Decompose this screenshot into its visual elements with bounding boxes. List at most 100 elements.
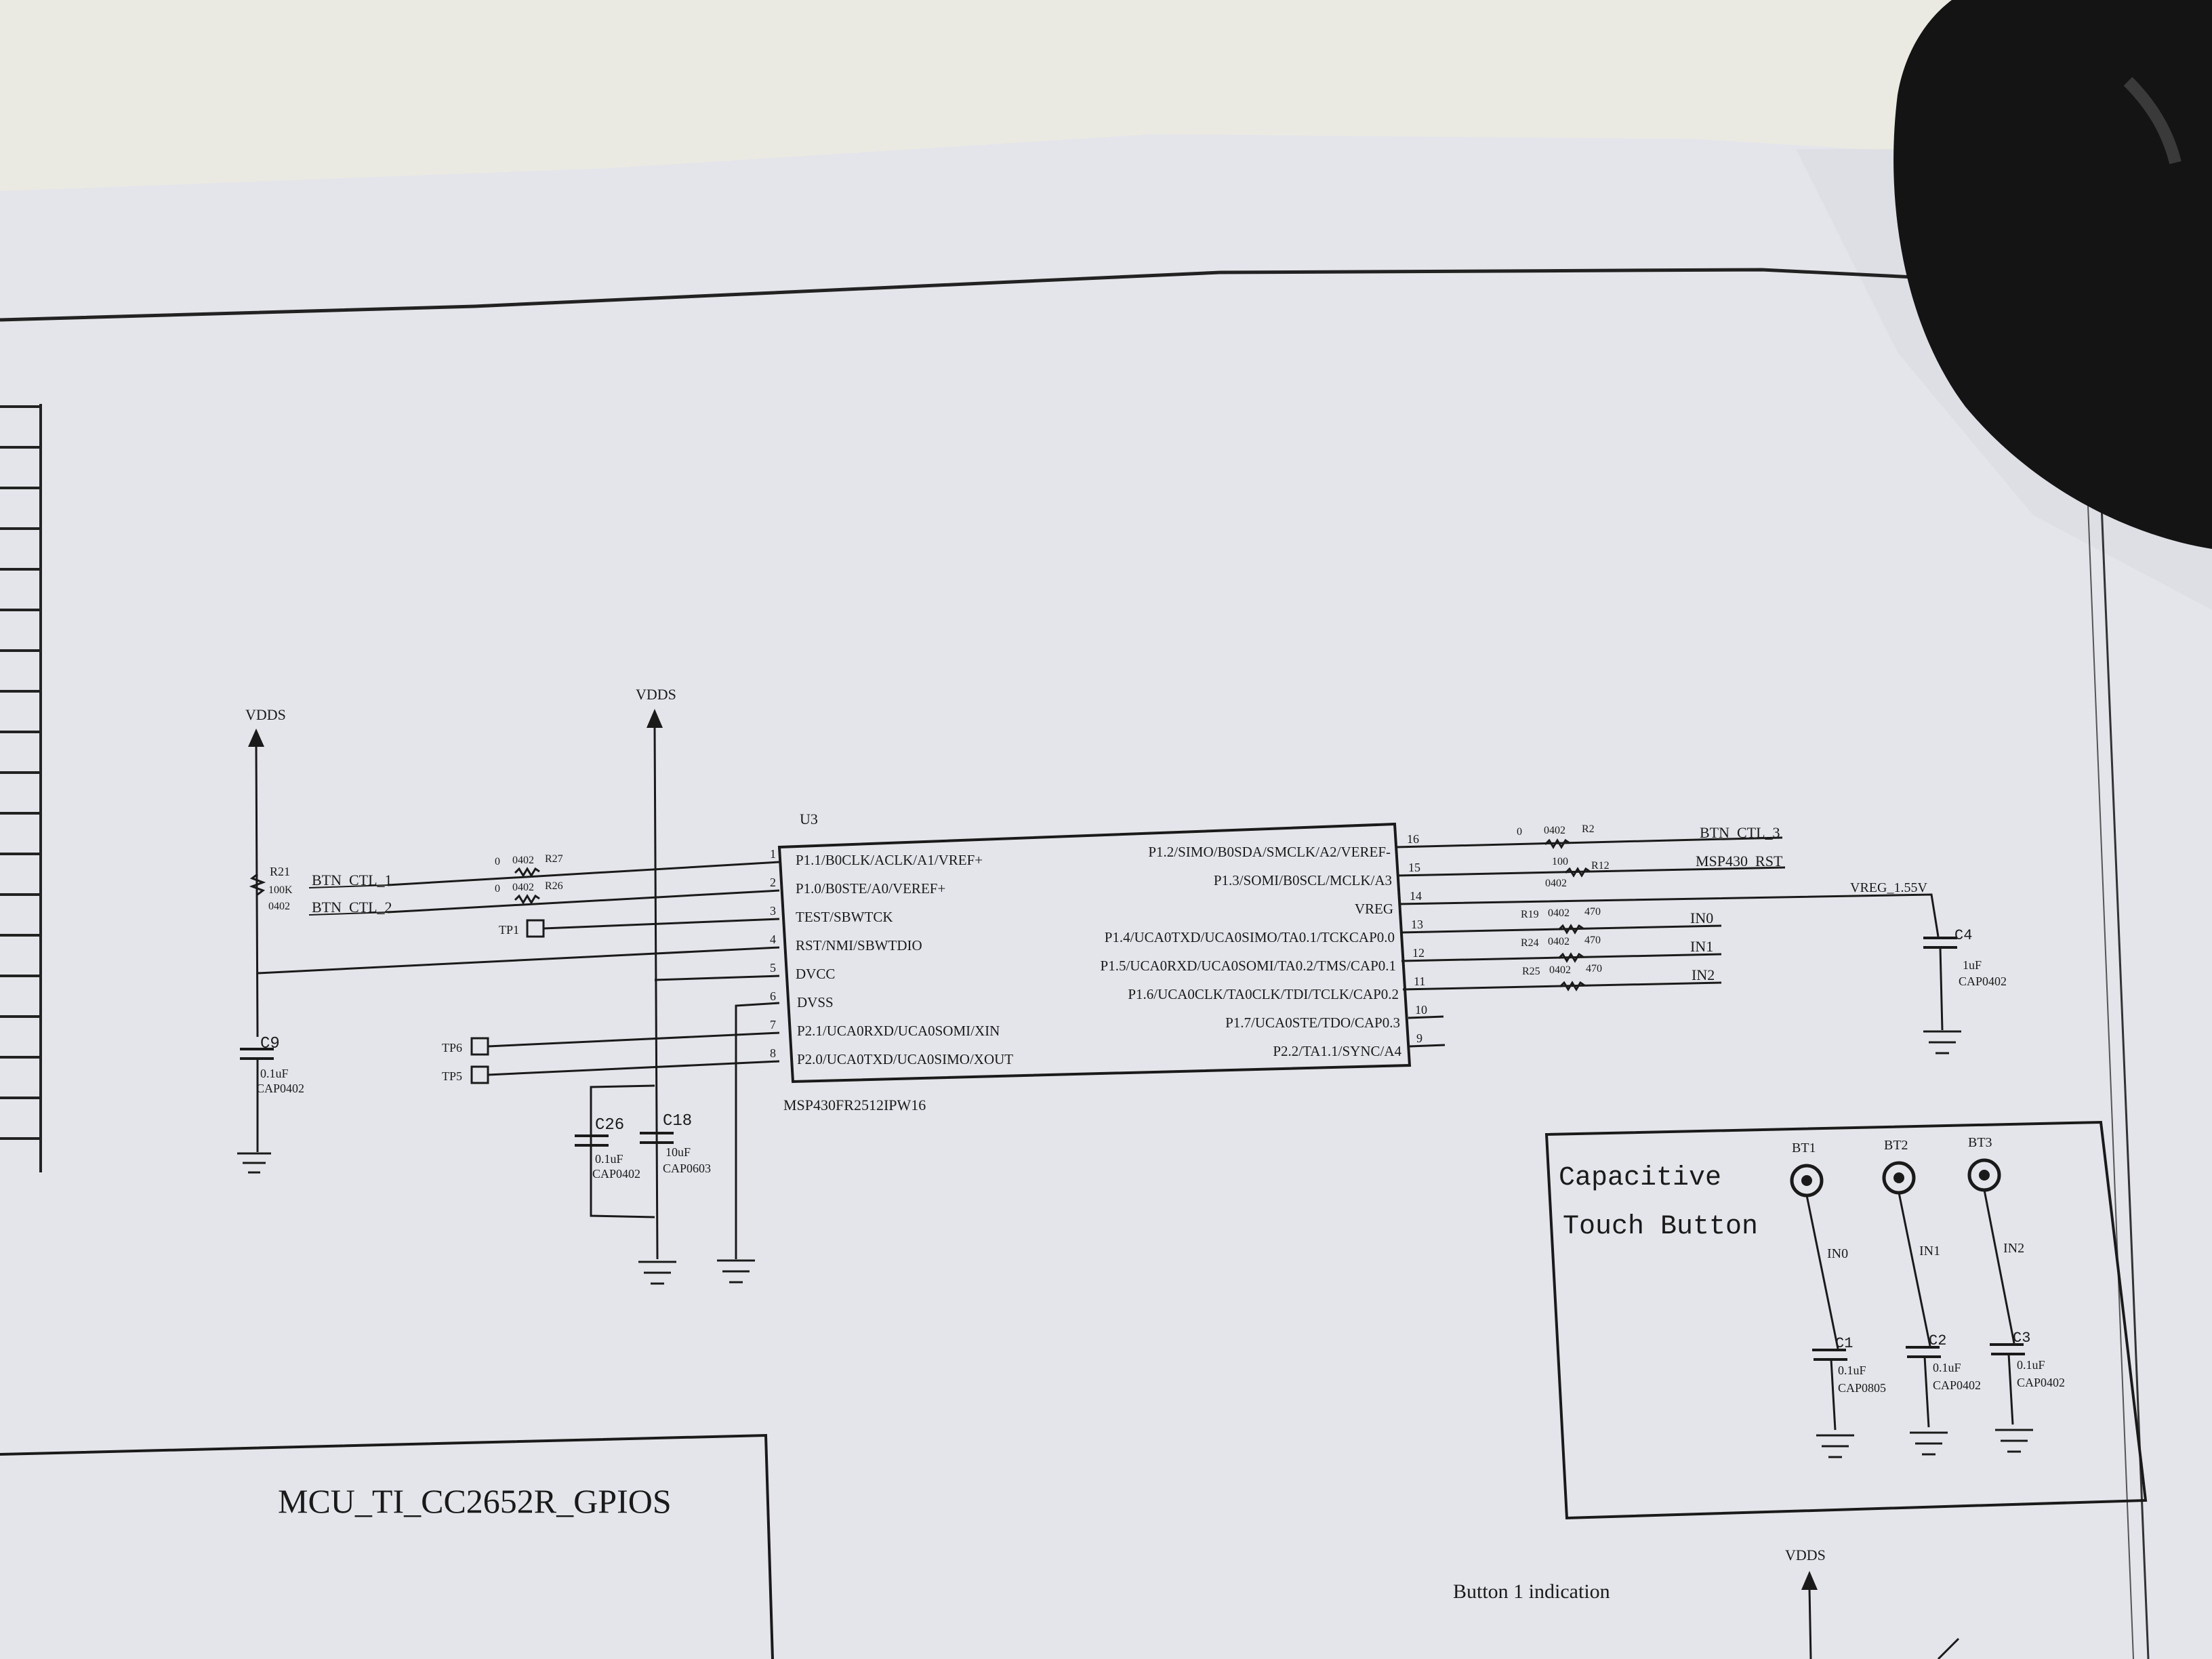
touch-title-line1: Capacitive	[1559, 1163, 1721, 1193]
bt2-net: IN1	[1919, 1244, 1940, 1258]
resistor-r24	[1557, 952, 1584, 963]
net-label-in0: IN0	[1690, 909, 1713, 926]
r26-ref: R26	[545, 880, 563, 892]
frame-top-border	[0, 268, 2068, 322]
bt1-wire	[1805, 1195, 1839, 1349]
r12-ref: R12	[1591, 860, 1610, 872]
touch-button-box	[1544, 1120, 2148, 1520]
wire-pin7-tp6	[487, 1031, 780, 1048]
c26-c18-wire	[590, 1084, 655, 1218]
wire-pin12-in1	[1401, 953, 1722, 962]
tp1-label: TP1	[499, 923, 519, 937]
pin-num-6: 6	[770, 989, 776, 1003]
gpio-block-border	[0, 1433, 774, 1659]
vdds-label-1: VDDS	[245, 706, 286, 723]
r19-pkg: 0402	[1548, 907, 1570, 919]
r27-value: 0	[495, 856, 500, 867]
c1-value: 0.1uF	[1838, 1364, 1866, 1377]
net-label-in1: IN1	[1690, 938, 1713, 955]
bt3-wire	[1983, 1189, 2015, 1344]
wire-pin14-vreg	[1398, 893, 1940, 937]
partial-mark	[1937, 1637, 1960, 1659]
c2-value: 0.1uF	[1933, 1361, 1961, 1374]
r2-pkg: 0402	[1544, 825, 1565, 836]
ground-symbol-dvss	[717, 1259, 755, 1284]
r25-value: 470	[1586, 963, 1602, 975]
btn-ctl-2-underline	[308, 912, 390, 916]
c26-value: 0.1uF	[595, 1152, 623, 1166]
ground-symbol-c2	[1910, 1431, 1948, 1456]
wire-pin15-msp430-rst	[1397, 866, 1786, 877]
pin-num-9: 9	[1416, 1031, 1422, 1045]
pin-name-7: P2.1/UCA0RXD/UCA0SOMI/XIN	[797, 1023, 1000, 1039]
ground-symbol-vdds2	[638, 1261, 676, 1285]
r24-value: 470	[1584, 935, 1601, 946]
c3-pkg: CAP0402	[2017, 1376, 2065, 1389]
vdds-wire-1	[255, 745, 259, 1038]
pin-num-5: 5	[770, 961, 776, 975]
r21-pkg: 0402	[268, 901, 290, 912]
r19-ref: R19	[1521, 909, 1539, 920]
ground-symbol-c4	[1923, 1030, 1961, 1054]
r25-pkg: 0402	[1549, 964, 1571, 976]
resistor-r19	[1557, 924, 1584, 935]
vdds-label-3: VDDS	[1785, 1547, 1826, 1563]
c1-wire	[1830, 1359, 1837, 1431]
c26-pkg: CAP0402	[592, 1167, 640, 1181]
vdds-arrow-3	[1801, 1571, 1818, 1590]
mcu-ref: U3	[800, 811, 818, 827]
c18-value: 10uF	[665, 1145, 691, 1159]
net-label-btn-ctl-3: BTN_CTL_3	[1700, 824, 1780, 841]
pin-num-11: 11	[1414, 975, 1425, 988]
c18-ref: C18	[663, 1112, 692, 1130]
c26-ref: C26	[595, 1116, 624, 1134]
ground-symbol-c9	[237, 1152, 271, 1174]
bt1-net: IN0	[1827, 1246, 1848, 1261]
c3-ref: C3	[2013, 1330, 2030, 1347]
wire-pin4-rst	[257, 946, 780, 975]
c9-value: 0.1uF	[260, 1067, 289, 1080]
r24-ref: R24	[1521, 937, 1539, 949]
c4-value: 1uF	[1963, 958, 1982, 972]
pin-name-2: P1.0/B0STE/A0/VEREF+	[796, 880, 945, 897]
r24-pkg: 0402	[1548, 936, 1570, 947]
r26-value: 0	[495, 883, 500, 895]
c1-ref: C1	[1835, 1335, 1853, 1352]
resistor-r27	[514, 867, 540, 878]
dark-object-highlight	[2123, 77, 2182, 165]
r12-pkg: 0402	[1545, 878, 1567, 889]
pin-num-16: 16	[1407, 832, 1419, 846]
wire-pin3-tp1	[543, 918, 780, 930]
c4-wire	[1939, 947, 1944, 1031]
resistor-r21	[249, 873, 266, 896]
bt3-pad-center	[1979, 1170, 1990, 1181]
net-label-vreg: VREG_1.55V	[1850, 880, 1927, 895]
c1-pkg: CAP0805	[1838, 1381, 1886, 1395]
c4-pkg: CAP0402	[1959, 975, 2007, 988]
wire-pin1-btn-ctl-1	[387, 861, 780, 886]
r21-ref: R21	[270, 865, 290, 878]
vdds-arrow-1	[248, 729, 264, 747]
resistor-r25	[1559, 981, 1585, 991]
resistor-r12	[1564, 867, 1591, 878]
pin-name-10: P1.7/UCA0STE/TDO/CAP0.3	[1225, 1015, 1400, 1031]
tp6-label: TP6	[442, 1041, 462, 1054]
c3-value: 0.1uF	[2017, 1358, 2045, 1372]
wire-pin16-btn-ctl-3	[1395, 836, 1783, 848]
bt1-label: BT1	[1792, 1141, 1816, 1155]
r27-ref: R27	[545, 853, 563, 865]
pin-num-14: 14	[1410, 889, 1422, 903]
vdds-wire-2	[653, 726, 659, 1260]
pin-name-6: DVSS	[797, 994, 834, 1010]
pin-name-12: P1.5/UCA0RXD/UCA0SOMI/TA0.2/TMS/CAP0.1	[1101, 958, 1396, 974]
pin-name-5: DVCC	[796, 966, 835, 982]
mcu-part: MSP430FR2512IPW16	[783, 1097, 926, 1113]
r25-ref: R25	[1522, 966, 1540, 977]
pin-num-4: 4	[770, 933, 776, 946]
vdds-wire-3	[1808, 1588, 1812, 1659]
bt2-pad-center	[1893, 1172, 1904, 1183]
vdds-label-2: VDDS	[636, 686, 676, 703]
pin-num-8: 8	[770, 1046, 776, 1060]
r12-value: 100	[1552, 856, 1568, 867]
